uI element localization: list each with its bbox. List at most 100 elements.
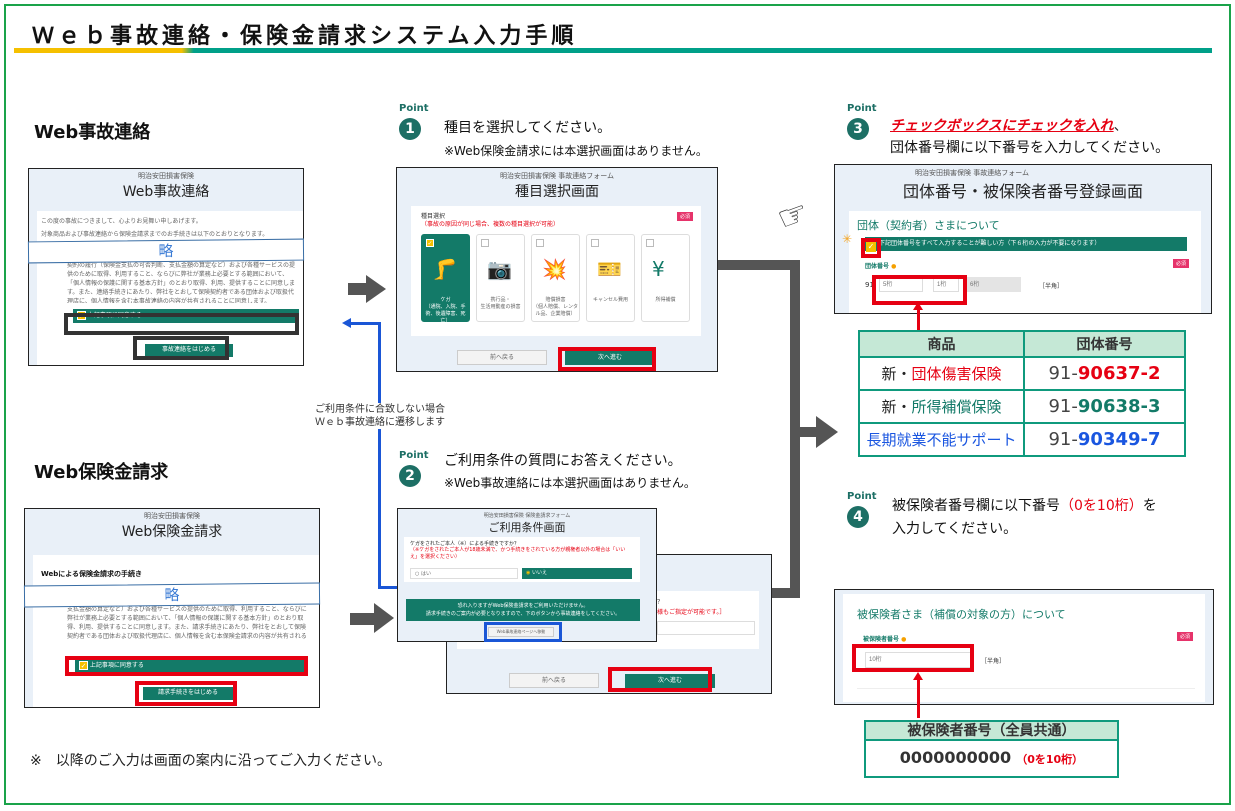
damage-icon: 💥: [542, 257, 567, 281]
insured-number-input[interactable]: [865, 652, 973, 668]
group-number: 90638-3: [1077, 396, 1161, 417]
checkbox-icon[interactable]: [591, 239, 599, 247]
back-button[interactable]: 前へ戻る: [509, 673, 599, 688]
form-name: 明治安田損害保険 事故連絡フォーム: [915, 169, 1030, 177]
claim-screenshot: 明治安田損害保険 Web保険金請求 Webによる保険金請求の手続き 支払金額の算…: [24, 508, 320, 708]
redirect-connector: [378, 322, 381, 588]
intro-text: この度の事故につきまして、心よりお見舞い申しあげます。: [41, 218, 202, 225]
product-cell: 新・団体傷害保険: [858, 356, 1025, 391]
category-option[interactable]: 🎫キャンセル費用: [586, 234, 635, 322]
field-label: 被保険者番号 ●: [863, 634, 906, 643]
next-button[interactable]: 次へ進む: [625, 674, 715, 688]
flow-arrow: [348, 283, 368, 295]
category-label: 賠償損害（個人賠償、レンタル品、企業賠償）: [532, 297, 579, 318]
group-number: 90637-2: [1077, 363, 1161, 384]
highlight-box: [558, 347, 656, 371]
title-underline: [14, 48, 1212, 53]
section-title-claim: Web保険金請求: [34, 462, 169, 483]
go-to-accident-page-button[interactable]: Web事故連絡ページへ移動: [488, 627, 554, 637]
back-button[interactable]: 前へ戻る: [457, 350, 547, 365]
field-label-text: 団体番号: [865, 263, 890, 270]
category-subtitle: （個人賠償、レンタル品、企業賠償）: [532, 304, 578, 317]
screen-title: Web保険金請求: [121, 524, 223, 540]
arrow-head-icon: [374, 603, 394, 633]
company-name: 明治安田損害保険: [144, 512, 200, 520]
category-title: 所得補償: [655, 297, 676, 303]
arrow-head-icon: [913, 302, 923, 310]
category-subtitle: （通院、入院、手術、後遺障害、死亡）: [425, 304, 466, 324]
checkbox-icon[interactable]: [481, 239, 489, 247]
arrow-head-icon: [816, 416, 838, 448]
notice-line: 請求手続きのご案内が必要となりますので、下のボタンから事故連絡をしてください。: [425, 611, 621, 617]
screen-title: Web事故連絡: [122, 184, 210, 200]
next-button[interactable]: 次へ進む: [565, 351, 655, 365]
step-note: ※Web事故連絡には本選択画面はありません。: [444, 476, 696, 490]
highlight-box: [65, 656, 308, 676]
arrow-head-icon: [342, 318, 351, 328]
point-number-badge: 2: [399, 465, 421, 487]
step-instruction: 団体番号欄に以下番号を入力してください。: [890, 140, 1170, 156]
required-badge: 必須: [676, 212, 693, 221]
emphasis-text: （0を10桁）: [1060, 498, 1143, 514]
point-label: Point: [847, 103, 877, 114]
group-number-6digit-input[interactable]: [967, 277, 1021, 292]
highlight-box: [64, 313, 299, 335]
point-label: Point: [399, 450, 429, 461]
category-title: キャンセル費用: [592, 297, 628, 303]
pointer-arrow: [917, 306, 920, 330]
checkbox-checked-icon[interactable]: ✓: [426, 239, 434, 247]
agree-label: 上記事項に同意する: [89, 662, 144, 669]
insured-number-table: 被保険者番号（全員共通） 0000000000 （0を10桁）: [864, 720, 1119, 778]
redirect-note: ご利用条件に合致しない場合 Ｗｅｂ事故連絡に遷移します: [300, 403, 460, 429]
radio-label: はい: [420, 571, 431, 577]
start-accident-button[interactable]: 事故連絡をはじめる: [145, 344, 233, 357]
question-text: ケガをされたご本人（※）による手続きですか？: [410, 541, 520, 547]
checkbox-checked-icon[interactable]: ✓: [866, 242, 876, 252]
category-option[interactable]: 📷携行品・生活用動産の損害: [476, 234, 525, 322]
table-row: 0000000000 （0を10桁）: [866, 741, 1117, 777]
category-option[interactable]: ¥所得補償: [641, 234, 690, 322]
point-number-badge: 1: [399, 118, 421, 140]
page-title: Ｗｅｂ事故連絡・保険金請求システム入力手順: [32, 24, 578, 49]
section-title-accident: Web事故連絡: [34, 122, 151, 143]
agree-checkbox-row[interactable]: ✓ 上記事項に同意する: [75, 659, 305, 673]
group-checkbox-row[interactable]: 下記団体番号をすべて入力することが難しい方（下６桁の入力が不要になります）: [865, 237, 1187, 251]
point-number-badge: 3: [847, 118, 869, 140]
pointer-arrow: [917, 676, 920, 718]
section-heading: Webによる保険金請求の手続き: [41, 570, 143, 578]
category-option[interactable]: ✓🦵ケガ（通院、入院、手術、後遺障害、死亡）: [421, 234, 470, 324]
category-select-screenshot: 明治安田損害保険 事故連絡フォーム 種目選択画面 種目選択 （事故の原因が同じ場…: [396, 167, 718, 372]
redirect-connector: [350, 322, 380, 325]
point-label: Point: [399, 103, 429, 114]
consent-text: 支払金額の算定など）および各種サービスの提供のために取得、利用すること、ならびに…: [67, 606, 307, 640]
checkbox-icon[interactable]: [536, 239, 544, 247]
table-header: 商品: [858, 330, 1025, 358]
page-frame: [4, 4, 1231, 805]
category-option[interactable]: 💥 賠償損害（個人賠償、レンタル品、企業賠償）: [531, 234, 580, 322]
text-input[interactable]: [657, 621, 755, 635]
screen-title: 種目選択画面: [515, 184, 599, 200]
radio-no[interactable]: ◉ いいえ: [522, 568, 632, 579]
checkbox-icon[interactable]: [646, 239, 654, 247]
highlight-box: [852, 644, 974, 672]
checkbox-label: 下記団体番号をすべて入力することが難しい方（下６桁の入力が不要になります）: [879, 240, 1101, 247]
field-label: 種目選択: [421, 213, 446, 220]
instruction-text: を: [1142, 498, 1157, 514]
help-icon[interactable]: ●: [901, 636, 907, 643]
group-number-screenshot: 明治安田損害保険 事故連絡フォーム 団体番号・被保険者番号登録画面 団体（契約者…: [834, 164, 1212, 314]
product-cell: 長期就業不能サポート: [858, 422, 1025, 457]
group-number-1digit-input[interactable]: [933, 277, 959, 292]
conditions-screenshot: 明治安田損害保険 保険金請求フォーム ご利用条件画面 ケガをされたご本人（※）に…: [397, 508, 657, 642]
question-note: （※ケガをされたご本人が18歳未満で、かつ手続きをされている方が親権者以外の場合…: [410, 547, 626, 560]
insured-number-note: （0を10桁）: [1016, 753, 1084, 766]
field-note: （事故の原因が同じ場合、複数の種目選択が可能）: [421, 221, 560, 228]
start-claim-button[interactable]: 請求手続きをはじめる: [143, 687, 233, 700]
group-prefix: 91: [865, 281, 874, 289]
help-icon[interactable]: ●: [891, 263, 897, 270]
radio-yes[interactable]: ○ はい: [410, 568, 518, 579]
half-width-note: ［半角］: [1039, 283, 1064, 290]
number-prefix: 91-: [1048, 396, 1078, 417]
point-number-badge: 4: [847, 506, 869, 528]
